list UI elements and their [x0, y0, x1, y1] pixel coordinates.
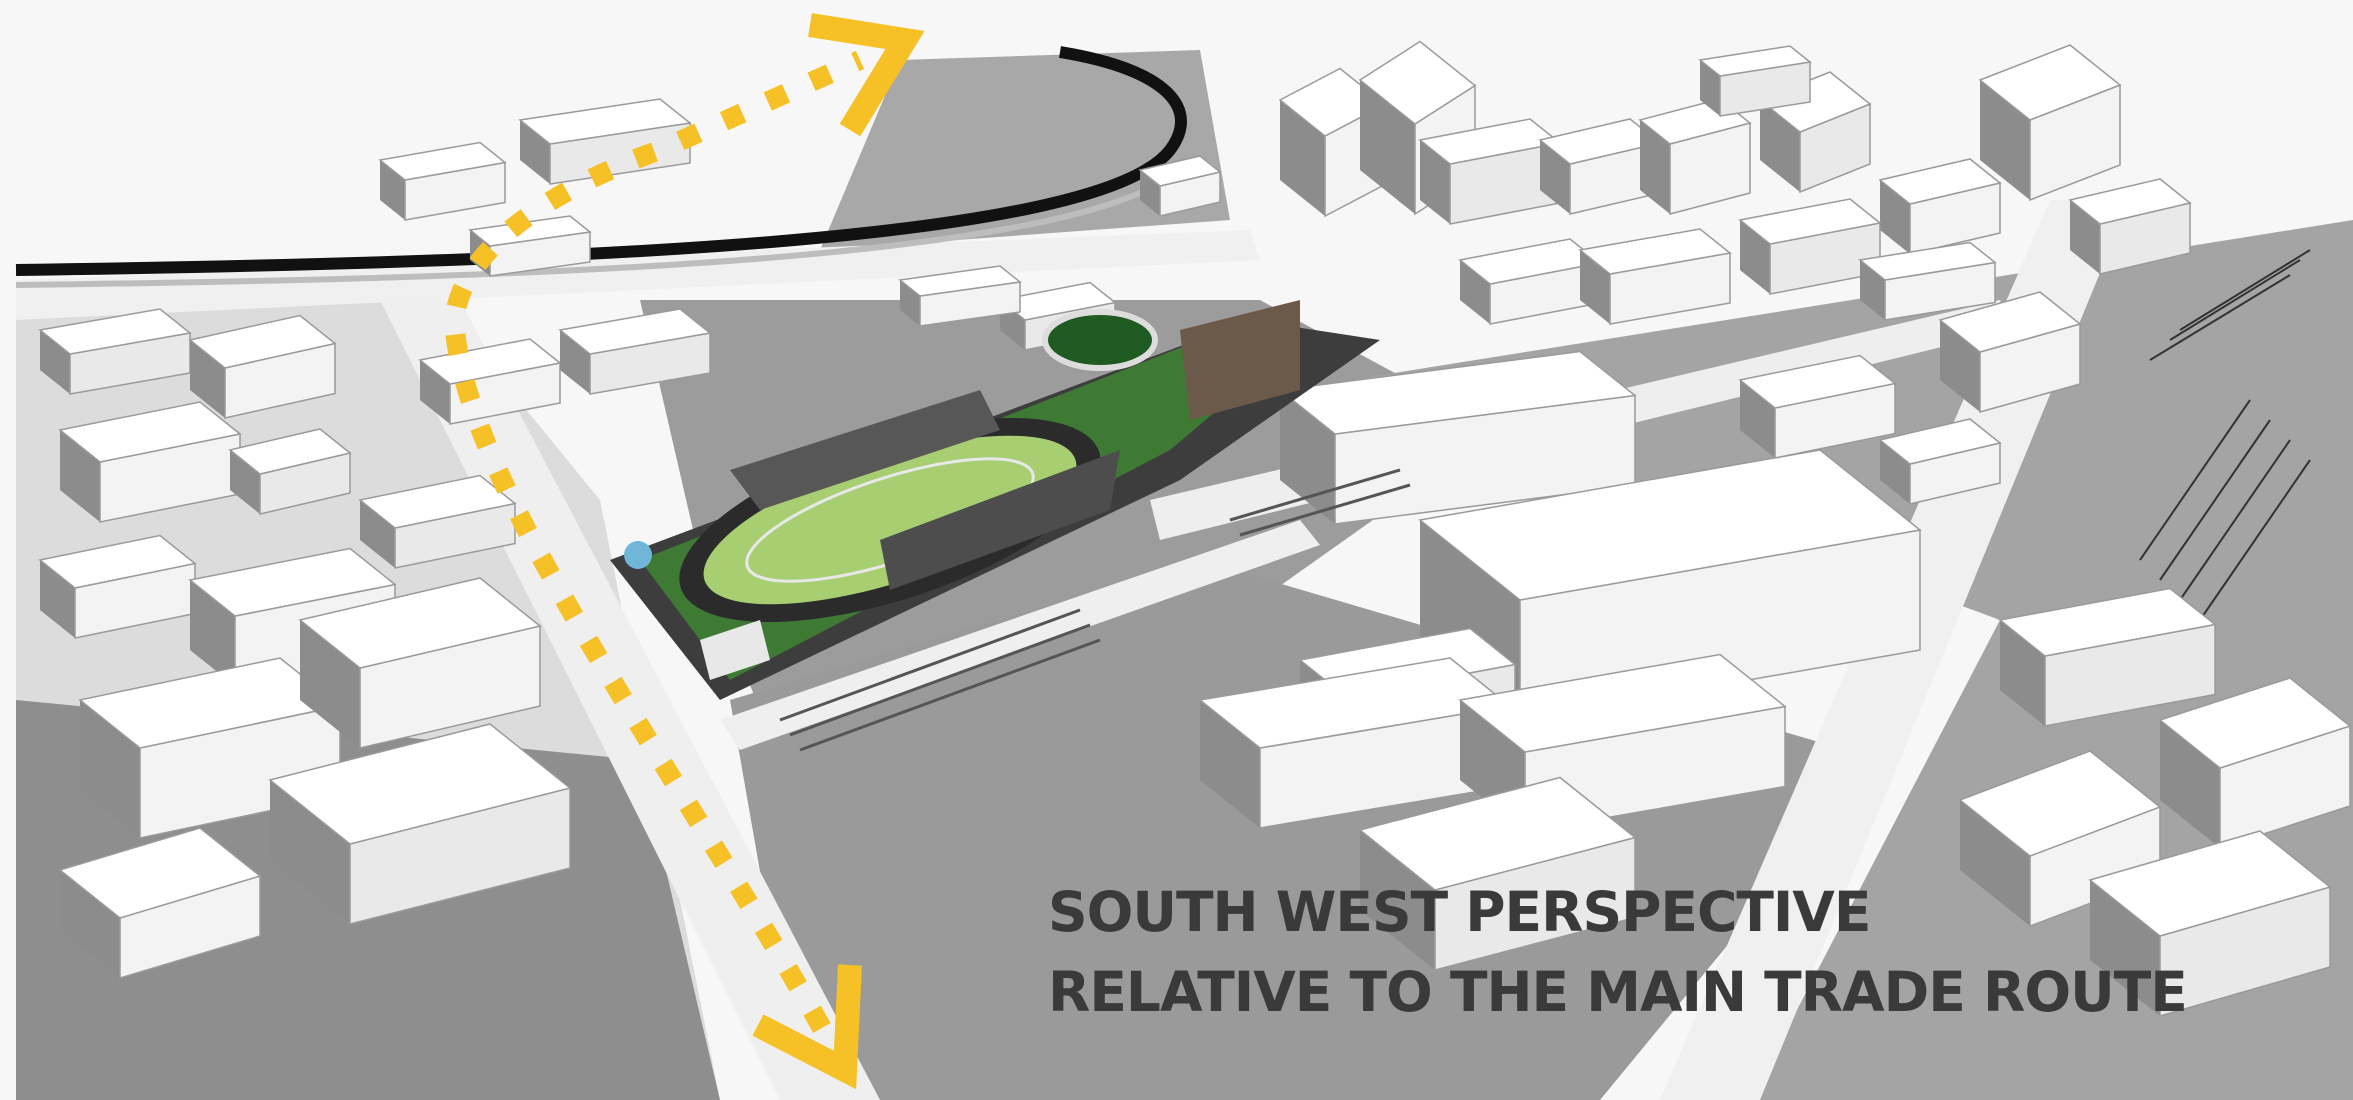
building-roof [228, 428, 352, 475]
building-shadow [1460, 260, 1490, 324]
building-shadow [520, 120, 550, 184]
building-shadow [1740, 380, 1775, 458]
building-roof [1418, 449, 1922, 601]
building-roof [268, 723, 572, 845]
building-roof [188, 314, 337, 369]
building-roof [1458, 653, 1787, 753]
building-shadow [1880, 440, 1910, 504]
building-roof [1878, 418, 2002, 465]
perspective-caption: SOUTH WEST PERSPECTIVE RELATIVE TO THE M… [1048, 872, 2188, 1032]
building-shadow [560, 330, 590, 394]
building-shadow [1140, 170, 1160, 216]
building-shadow [270, 780, 350, 924]
building-roof [1358, 40, 1477, 125]
building-roof [358, 474, 517, 529]
building-roof [38, 308, 192, 355]
building-roof [1858, 241, 1997, 281]
building-roof [58, 827, 262, 919]
north-grandstand [730, 390, 1000, 510]
building-shadow [1420, 140, 1450, 224]
building-shadow [40, 330, 70, 394]
main-trade-route-arrow [444, 13, 925, 1090]
building-roof [1958, 750, 2162, 857]
building-roof [558, 308, 712, 355]
annex-building [1180, 300, 1300, 420]
building-roof [1998, 587, 2217, 657]
caption-line-2: RELATIVE TO THE MAIN TRADE ROUTE [1048, 960, 2188, 1024]
building-roof [998, 281, 1117, 321]
building-roof [518, 98, 692, 145]
building-shadow [1360, 830, 1435, 970]
building-roof [1278, 350, 1637, 435]
building-shadow [230, 450, 260, 514]
building-shadow [2160, 720, 2220, 848]
stadium-complex [610, 300, 1380, 700]
building-shadow [2000, 620, 2045, 726]
building-roof [468, 215, 592, 247]
building-shadow [40, 560, 75, 638]
building-roof [1358, 776, 1637, 891]
building-shadow [1280, 100, 1325, 216]
elevated-flyover [15, 46, 1193, 288]
stadium-pitch [703, 435, 1077, 605]
building-roof [1578, 228, 1732, 275]
building-shadow [60, 430, 100, 522]
building-roof [378, 141, 507, 181]
building-shadow [190, 340, 225, 418]
building-roof [2158, 677, 2352, 769]
building-roof [2068, 178, 2192, 225]
building-shadow [420, 360, 450, 424]
building-shadow [1760, 100, 1800, 192]
south-grandstand [880, 450, 1120, 590]
building-roof [298, 577, 542, 669]
building-shadow [80, 700, 140, 838]
building-shadow [2090, 880, 2160, 1016]
building-roof [58, 401, 242, 463]
circular-pavilion [1042, 309, 1158, 371]
building-roof [898, 265, 1022, 297]
building-shadow [60, 870, 120, 978]
building-roof [1738, 354, 1897, 409]
arrow-head-icon [752, 964, 862, 1090]
building-shadow [360, 500, 395, 568]
building-roof [1698, 45, 1812, 77]
building-roof [2088, 830, 2332, 937]
pool [624, 541, 652, 569]
building-shadow [1700, 60, 1720, 116]
building-shadow [1960, 800, 2030, 926]
arrow-head-icon [808, 13, 925, 137]
building-roof [38, 534, 197, 589]
building-roof [1878, 158, 2002, 205]
building-shadow [300, 620, 360, 748]
city-blocks [38, 40, 2352, 1017]
building-roof [188, 547, 397, 617]
building-roof [1738, 198, 1882, 245]
rail-yard [2139, 249, 2311, 621]
building-shadow [900, 280, 920, 326]
building-roof [1978, 44, 2122, 121]
building-shadow [1940, 320, 1980, 412]
building-shadow [1200, 700, 1260, 828]
parking-rows [779, 468, 1411, 752]
caption-line-1: SOUTH WEST PERSPECTIVE [1048, 880, 1871, 944]
building-roof [1138, 155, 1222, 187]
building-roof [1938, 291, 2082, 353]
building-shadow [1640, 120, 1670, 214]
building-shadow [190, 580, 235, 686]
